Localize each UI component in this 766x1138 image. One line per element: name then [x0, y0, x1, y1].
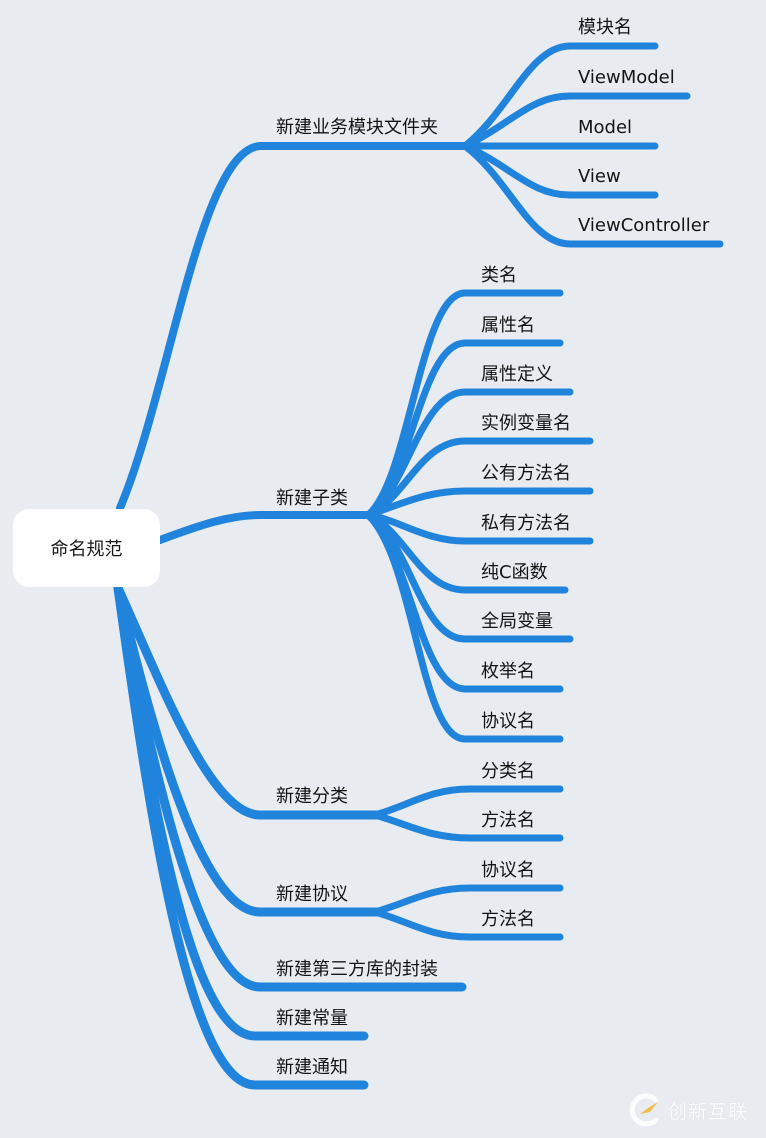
connector-root-to-category: [113, 583, 385, 820]
leaf-label[interactable]: 协议名: [481, 860, 535, 881]
branch-label-protocol[interactable]: 新建协议: [276, 884, 348, 905]
leaf-label[interactable]: 类名: [481, 265, 517, 286]
leaf-label[interactable]: 公有方法名: [481, 463, 571, 484]
leaf-label[interactable]: 协议名: [481, 711, 535, 732]
leaf-label[interactable]: 属性定义: [481, 364, 553, 385]
subclass-child-connectors: [364, 289, 594, 743]
logo-icon: [629, 1093, 659, 1127]
branch-label-thirdparty[interactable]: 新建第三方库的封装: [276, 959, 438, 980]
leaf-label[interactable]: 实例变量名: [481, 413, 571, 434]
leaf-label[interactable]: 枚举名: [481, 661, 535, 682]
branch-label-folder[interactable]: 新建业务模块文件夹: [276, 117, 438, 138]
connector-root-to-subclass: [156, 511, 374, 544]
branch-label-subclass[interactable]: 新建子类: [276, 488, 348, 509]
branch-label-category[interactable]: 新建分类: [276, 786, 348, 807]
leaf-label[interactable]: 属性名: [481, 315, 535, 336]
leaf-label[interactable]: 模块名: [578, 17, 632, 38]
leaf-label[interactable]: 全局变量: [481, 611, 553, 632]
leaf-label[interactable]: 纯C函数: [481, 562, 548, 583]
leaf-label[interactable]: View: [578, 166, 621, 187]
leaf-label[interactable]: 方法名: [481, 810, 535, 831]
connector-root-to-notification: [113, 583, 369, 1090]
folder-child-connectors: [461, 42, 724, 248]
branch-label-notification[interactable]: 新建通知: [276, 1057, 348, 1078]
root-node[interactable]: 命名规范: [13, 509, 160, 587]
leaf-label[interactable]: ViewController: [578, 215, 710, 236]
root-label: 命名规范: [50, 539, 123, 560]
leaf-label[interactable]: Model: [578, 117, 633, 138]
watermark-text: 创新互联: [668, 1100, 749, 1123]
leaf-label[interactable]: 私有方法名: [481, 513, 571, 534]
branch-label-constant[interactable]: 新建常量: [276, 1008, 348, 1029]
leaf-label[interactable]: 分类名: [481, 761, 535, 782]
watermark: 创新互联: [628, 1090, 764, 1130]
leaf-label[interactable]: 方法名: [481, 909, 535, 930]
category-child-connectors: [371, 785, 564, 842]
leaf-label[interactable]: ViewModel: [578, 67, 675, 88]
protocol-child-connectors: [371, 884, 564, 941]
connector-root-to-folder: [116, 142, 474, 512]
